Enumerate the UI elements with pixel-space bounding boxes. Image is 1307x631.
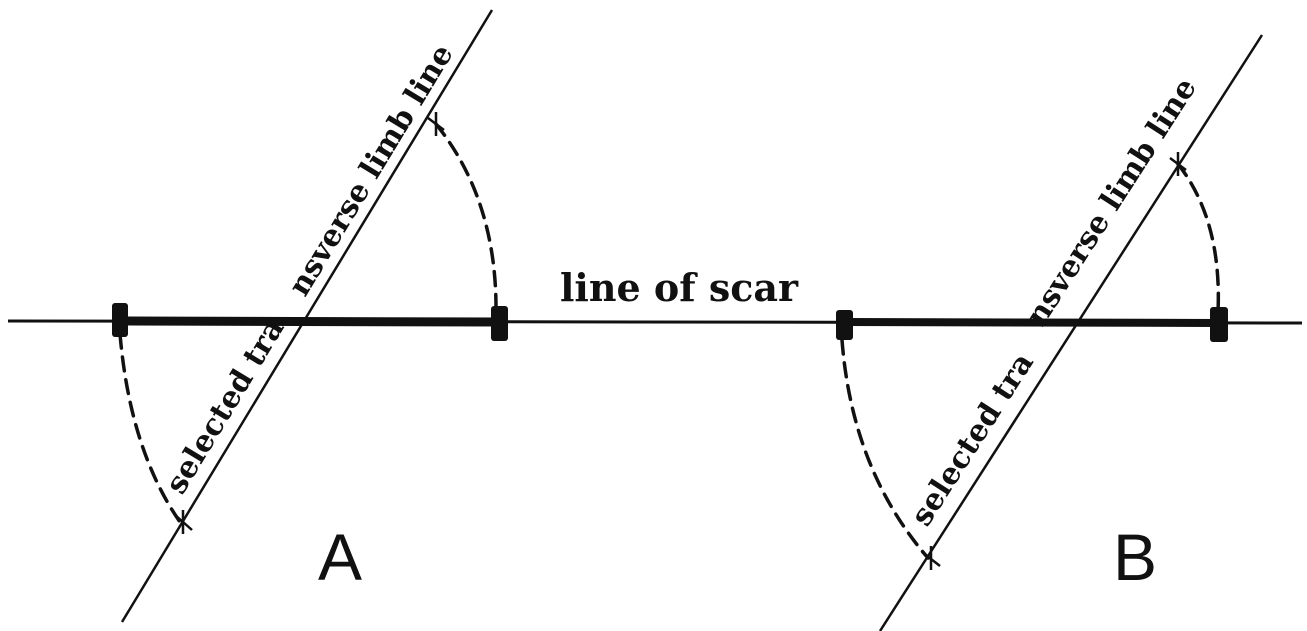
cross-mark-a-upper — [427, 112, 445, 136]
arc-b-lower — [840, 338, 930, 560]
arc-a-upper — [434, 122, 498, 314]
endpoint-marker-b-right — [1210, 307, 1228, 342]
scar-endpoint-markers — [112, 303, 1228, 342]
arc-a-lower — [118, 332, 182, 524]
cross-mark-b-lower — [921, 546, 941, 570]
endpoint-marker-b-left — [836, 310, 853, 340]
limb-line-b-label-part2: nsverse limb line — [1019, 72, 1204, 333]
cross-mark-b-upper — [1169, 152, 1187, 176]
limb-line-a — [120, 9, 494, 623]
limb-endpoint-marks — [173, 112, 1187, 570]
panel-label-a: A — [318, 520, 362, 594]
cross-mark-a-lower — [173, 510, 193, 534]
limb-line-b-label-part1: selected tra — [904, 347, 1041, 533]
limb-line-a-label-part2: nsverse limb line — [282, 38, 461, 302]
endpoint-marker-a-left — [112, 303, 128, 337]
rotation-arcs — [118, 122, 1221, 560]
panel-label-b: B — [1113, 520, 1157, 594]
scar-segment-b — [842, 318, 1219, 327]
endpoint-marker-a-right — [491, 306, 508, 341]
limb-line-b — [878, 34, 1264, 631]
scar-label: line of scar — [560, 265, 799, 310]
scar-segment-a — [117, 316, 501, 327]
limb-line-a-label-part1: selected tra — [159, 312, 292, 500]
scar-line — [7, 316, 1303, 327]
arc-b-upper — [1176, 162, 1221, 314]
